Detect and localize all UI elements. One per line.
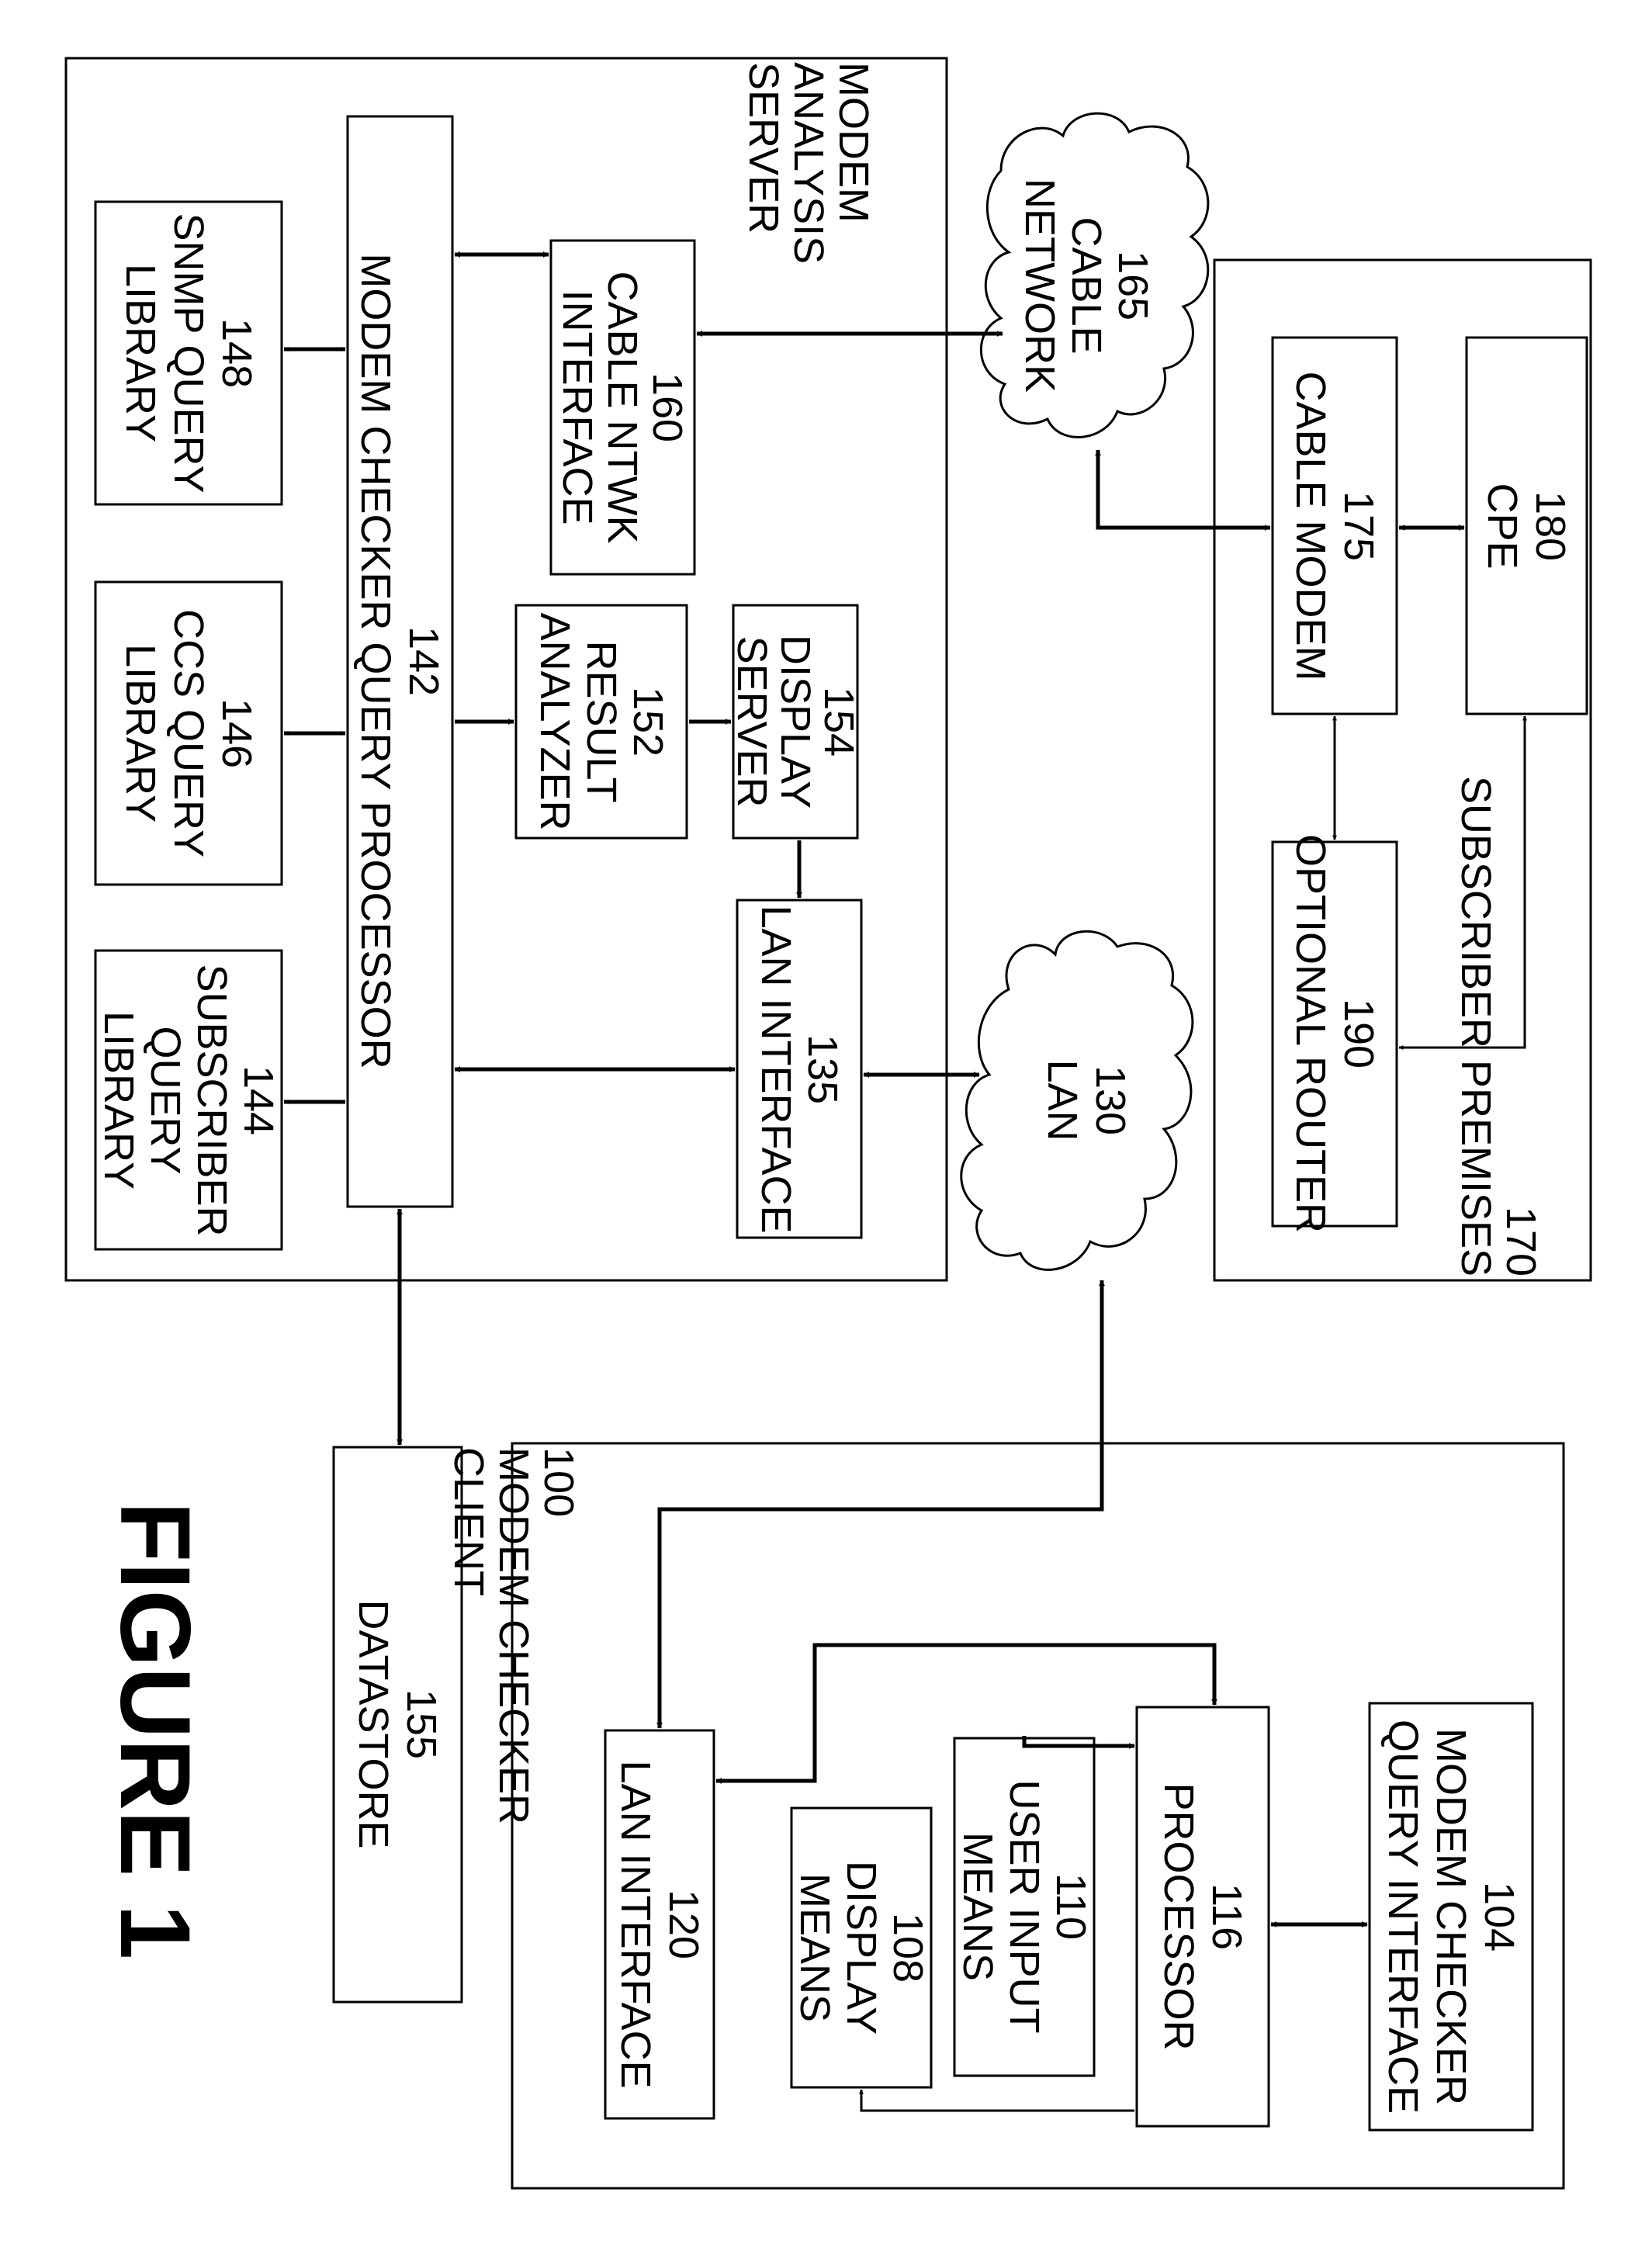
label-server-blocks-display-server: 154DISPLAYSERVER [729,635,862,809]
label-line: 190 [1335,999,1382,1069]
label-line: LAN INTERFACE [612,1760,659,2088]
conn-cable-cloud-cable-modem [1098,450,1270,528]
label-line: RESULT [578,640,625,802]
figure-title: FIGURE 1 [99,1502,210,1959]
label-server-blocks-subscriber-query-library: 144SUBSCRIBERQUERYLIBRARY [95,964,282,1236]
label-server-blocks-lan-interface: 135LAN INTERFACE [753,905,846,1233]
subscriber-premises-box [1214,260,1591,1280]
label-line: LIBRARY [95,1011,142,1190]
label-server-blocks-ccs-query-library: 146CCS QUERYLIBRARY [117,609,260,857]
label-line: 175 [1335,491,1382,561]
label-line: CABLE NTWK [599,271,646,543]
label-server-lines: MODEMANALYSISSERVER [740,62,877,264]
label-server-blocks-cable-ntwk-interface: 160CABLE NTWKINTERFACE [554,271,691,543]
label-line: DISPLAY [838,1861,885,2035]
label-server-blocks-result-analyzer: 152RESULTANALYZER [532,612,671,830]
label-line: OPTIONAL ROUTER [1287,834,1334,1233]
label-line: CCS QUERY [165,609,212,857]
label-line: MEANS [791,1873,838,2022]
label-server-blocks-query-processor: 142MODEM CHECKER QUERY PROCESSOR [352,253,447,1069]
label-line: SERVER [729,636,775,807]
label-subscriber-blocks-optional-router: 190OPTIONAL ROUTER [1287,834,1382,1233]
label-line: 154 [816,687,862,757]
label-line: 142 [400,626,447,696]
label-subscriber-blocks-cable-modem: 175CABLE MODEM [1287,371,1382,681]
label-line: 100 [535,1447,582,1517]
label-line: 116 [1204,1883,1250,1950]
label-line: 130 [1087,1065,1134,1135]
label-line: ANALYZER [532,612,578,830]
label-line: LIBRARY [117,644,164,823]
label-line: 135 [799,1034,846,1104]
label-client-lines: 100MODEM CHECKERCLIENT [445,1447,582,1824]
label-line: NETWORK [1016,178,1063,393]
label-line: 165 [1110,251,1156,320]
label-line: USER INPUT [1001,1779,1048,2033]
label-line: SNMP QUERY [165,213,212,493]
conn-client-lan-interface-processor [716,1645,1214,1781]
label-line: 120 [660,1889,707,1959]
label-line: 146 [213,698,260,768]
label-subscriber-blocks-cpe: 180CPE [1479,483,1574,569]
label-line: LIBRARY [117,264,164,442]
label-line: MEANS [954,1832,1001,1981]
label-line: MODEM CHECKER [490,1447,537,1824]
label-line: PROCESSOR [1155,1782,1202,2050]
label-line: MODEM [830,62,877,223]
conn-lan-cloud-client-lan-interface [660,1280,1102,1728]
label-client-blocks-display-means: 108DISPLAYMEANS [791,1861,931,2035]
label-line: 160 [644,372,691,442]
label-line: INTERFACE [554,289,601,525]
label-client-blocks-query-interface: 104MODEM CHECKERQUERY INTERFACE [1380,1720,1522,2114]
label-line: 144 [235,1065,282,1135]
label-line: QUERY [142,1026,189,1174]
label-line: 104 [1476,1882,1522,1952]
label-line: MODEM CHECKER QUERY PROCESSOR [352,253,399,1069]
label-line: 108 [885,1913,931,1983]
label-line: LAN [1039,1059,1086,1141]
label-subscriber-lines: 170SUBSCRIBER PREMISES [1453,776,1544,1276]
label-line: DISPLAY [772,635,819,809]
label-line: 155 [398,1689,445,1759]
label-line: 152 [625,687,671,757]
label-client-blocks-lan-interface: 120LAN INTERFACE [612,1760,707,2088]
label-line: CABLE [1063,216,1110,354]
label-line: SUBSCRIBER [189,964,235,1236]
label-line: 170 [1498,1207,1544,1276]
label-line: CPE [1479,483,1526,569]
label-client-blocks-user-input-means: 110USER INPUTMEANS [954,1779,1094,2033]
label-line: CLIENT [445,1447,492,1596]
conn-processor-display-means [861,2090,1134,2111]
label-line: MODEM CHECKER [1428,1728,1474,2105]
label-datastore: 155DATASTORE [350,1599,445,1848]
label-line: ANALYSIS [785,62,832,264]
label-line: CABLE MODEM [1287,371,1334,681]
label-line: SERVER [740,62,787,234]
label-server-blocks-snmp-query-library: 148SNMP QUERYLIBRARY [117,213,260,493]
label-line: 110 [1048,1873,1094,1940]
label-line: DATASTORE [350,1599,397,1848]
label-line: 148 [213,318,260,388]
label-line: QUERY INTERFACE [1380,1720,1426,2114]
label-line: SUBSCRIBER PREMISES [1453,776,1499,1276]
label-line: LAN INTERFACE [753,905,799,1233]
label-client-blocks-processor: 116PROCESSOR [1155,1782,1250,2050]
label-line: 180 [1527,491,1574,561]
